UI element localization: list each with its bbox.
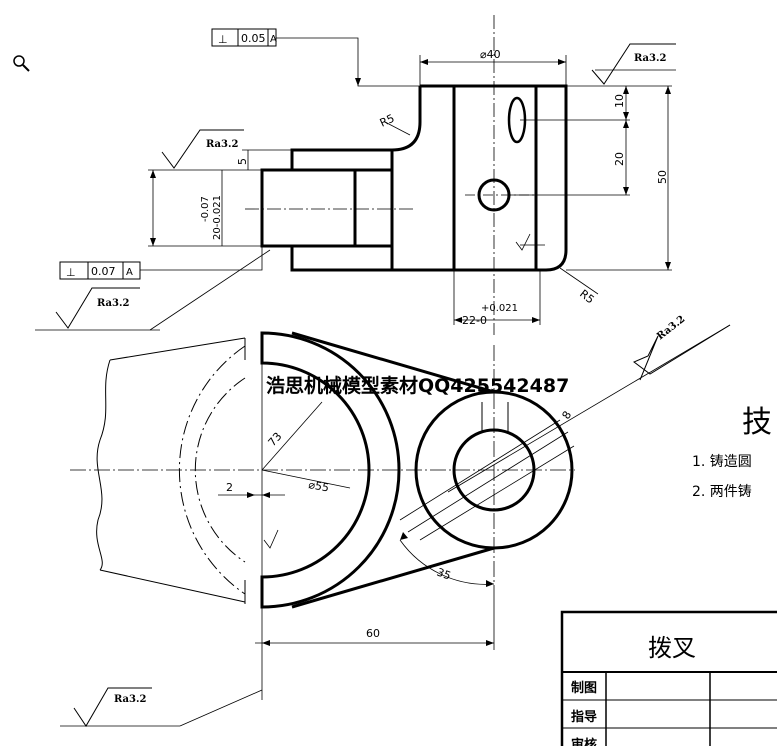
roughness-symbol-left-upper: Ra3.2 bbox=[161, 129, 244, 169]
svg-text:35: 35 bbox=[435, 566, 453, 583]
svg-text:0.05: 0.05 bbox=[241, 32, 266, 45]
roughness-symbol-bottom-left: Ra3.2 bbox=[60, 687, 263, 727]
roughness-symbol-left-lower: Ra3.2 bbox=[55, 287, 140, 329]
svg-text:⊥: ⊥ bbox=[218, 33, 228, 46]
roughness-symbol-right-diagonal: Ra3.2 bbox=[447, 314, 731, 493]
svg-text:5: 5 bbox=[236, 158, 249, 165]
svg-text:2: 2 bbox=[226, 481, 233, 494]
svg-text:20: 20 bbox=[613, 152, 626, 166]
magnifier-icon[interactable] bbox=[13, 55, 30, 72]
watermark: 浩思机械模型素材QQ425542487 bbox=[266, 374, 569, 397]
svg-text:Ra3.2: Ra3.2 bbox=[97, 298, 129, 309]
top-view-arrows bbox=[247, 492, 494, 646]
svg-text:Ra3.2: Ra3.2 bbox=[114, 694, 146, 705]
tolerance-frame-left: ⊥ 0.07 A bbox=[59, 261, 141, 280]
title-block: 拨叉 制图 指导 审核 bbox=[560, 610, 777, 746]
svg-text:拨叉: 拨叉 bbox=[648, 634, 696, 662]
svg-text:A: A bbox=[270, 34, 277, 45]
svg-text:0.07: 0.07 bbox=[91, 265, 116, 278]
svg-text:审核: 审核 bbox=[571, 737, 597, 746]
technical-requirements: 技 1. 铸造圆 2. 两件铸 bbox=[692, 405, 772, 500]
svg-text:⊥: ⊥ bbox=[66, 266, 76, 279]
svg-text:技: 技 bbox=[742, 405, 772, 440]
svg-text:2. 两件铸: 2. 两件铸 bbox=[692, 484, 752, 500]
dimension-arrows bbox=[150, 59, 671, 323]
svg-text:20-0.021: 20-0.021 bbox=[212, 195, 223, 240]
svg-text:⌀40: ⌀40 bbox=[480, 48, 501, 61]
svg-text:制图: 制图 bbox=[571, 680, 597, 696]
front-view bbox=[35, 15, 676, 335]
svg-text:R5: R5 bbox=[378, 112, 397, 130]
svg-text:Ra3.2: Ra3.2 bbox=[655, 314, 687, 343]
svg-text:1. 铸造圆: 1. 铸造圆 bbox=[692, 454, 752, 470]
svg-text:73: 73 bbox=[266, 430, 285, 449]
svg-text:-0.07: -0.07 bbox=[200, 196, 211, 222]
svg-text:R5: R5 bbox=[577, 287, 597, 306]
svg-text:8: 8 bbox=[560, 409, 575, 422]
svg-text:指导: 指导 bbox=[571, 709, 597, 725]
svg-text:60: 60 bbox=[366, 627, 380, 640]
surface-mark bbox=[263, 233, 531, 549]
svg-text:50: 50 bbox=[656, 170, 669, 184]
svg-text:22-0: 22-0 bbox=[462, 314, 487, 327]
top-view bbox=[70, 331, 575, 700]
roughness-symbol-top-right: Ra3.2 bbox=[591, 43, 676, 85]
svg-text:Ra3.2: Ra3.2 bbox=[634, 53, 666, 64]
front-dimension-labels: ⌀40 R5 R5 10 20 50 5 -0.07 20-0.021 22-0… bbox=[200, 48, 669, 327]
svg-text:Ra3.2: Ra3.2 bbox=[206, 139, 238, 150]
svg-text:A: A bbox=[126, 267, 133, 278]
svg-text:⌀55: ⌀55 bbox=[307, 478, 330, 494]
svg-text:+0.021: +0.021 bbox=[481, 303, 518, 314]
tolerance-frame-top: ⊥ 0.05 A bbox=[211, 28, 277, 47]
svg-text:10: 10 bbox=[613, 94, 626, 108]
